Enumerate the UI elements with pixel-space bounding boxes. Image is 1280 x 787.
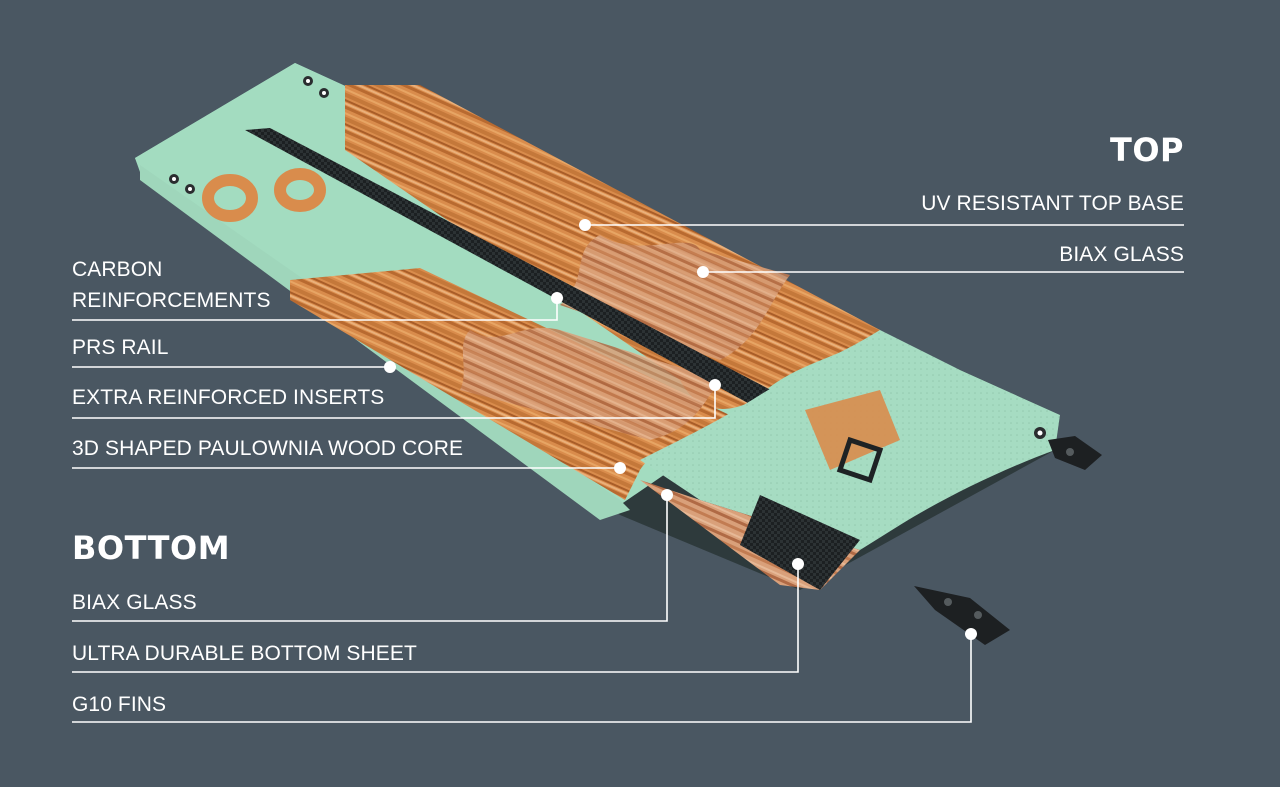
heading-bottom: BOTTOM — [72, 529, 231, 567]
label-carbon-line2: REINFORCEMENTS — [72, 289, 271, 312]
fin-rear — [1048, 436, 1102, 470]
callout-lines — [72, 224, 1184, 723]
inserts-hardware — [169, 76, 1046, 439]
label-fins: G10 FINS — [72, 693, 167, 716]
brand-logo-top — [202, 168, 326, 222]
dot-carbon — [551, 292, 563, 304]
bottom-sheet-layer — [640, 480, 860, 590]
dot-wood-core — [614, 462, 626, 474]
dot-bottom-sheet — [792, 558, 804, 570]
label-prs-rail: PRS RAIL — [72, 336, 169, 359]
label-uv-top-base: UV RESISTANT TOP BASE — [921, 192, 1184, 215]
dot-biax-glass-bottom — [661, 489, 673, 501]
dot-uv-top-base — [579, 219, 591, 231]
carbon-reinforcement — [245, 128, 790, 415]
callout-biax-glass-bottom — [72, 495, 668, 622]
label-biax-glass-top: BIAX GLASS — [1059, 243, 1184, 266]
callout-dots — [384, 219, 977, 640]
dot-fins — [965, 628, 977, 640]
heading-top: TOP — [1110, 131, 1184, 169]
label-bottom-sheet: ULTRA DURABLE BOTTOM SHEET — [72, 642, 417, 665]
dot-biax-glass-top — [697, 266, 709, 278]
fin-loose — [914, 586, 1010, 645]
biax-glass-layer — [460, 235, 790, 440]
dot-inserts — [709, 379, 721, 391]
callout-bottom-sheet — [72, 564, 799, 673]
label-inserts: EXTRA REINFORCED INSERTS — [72, 386, 385, 409]
brand-logo-bottom — [805, 390, 900, 484]
label-biax-glass-bottom: BIAX GLASS — [72, 591, 197, 614]
callout-carbon — [72, 298, 558, 321]
dot-prs-rail — [384, 361, 396, 373]
callout-fins — [72, 634, 972, 723]
callout-inserts — [72, 385, 716, 419]
label-carbon-line1: CARBON — [72, 258, 163, 281]
label-wood-core: 3D SHAPED PAULOWNIA WOOD CORE — [72, 437, 464, 460]
